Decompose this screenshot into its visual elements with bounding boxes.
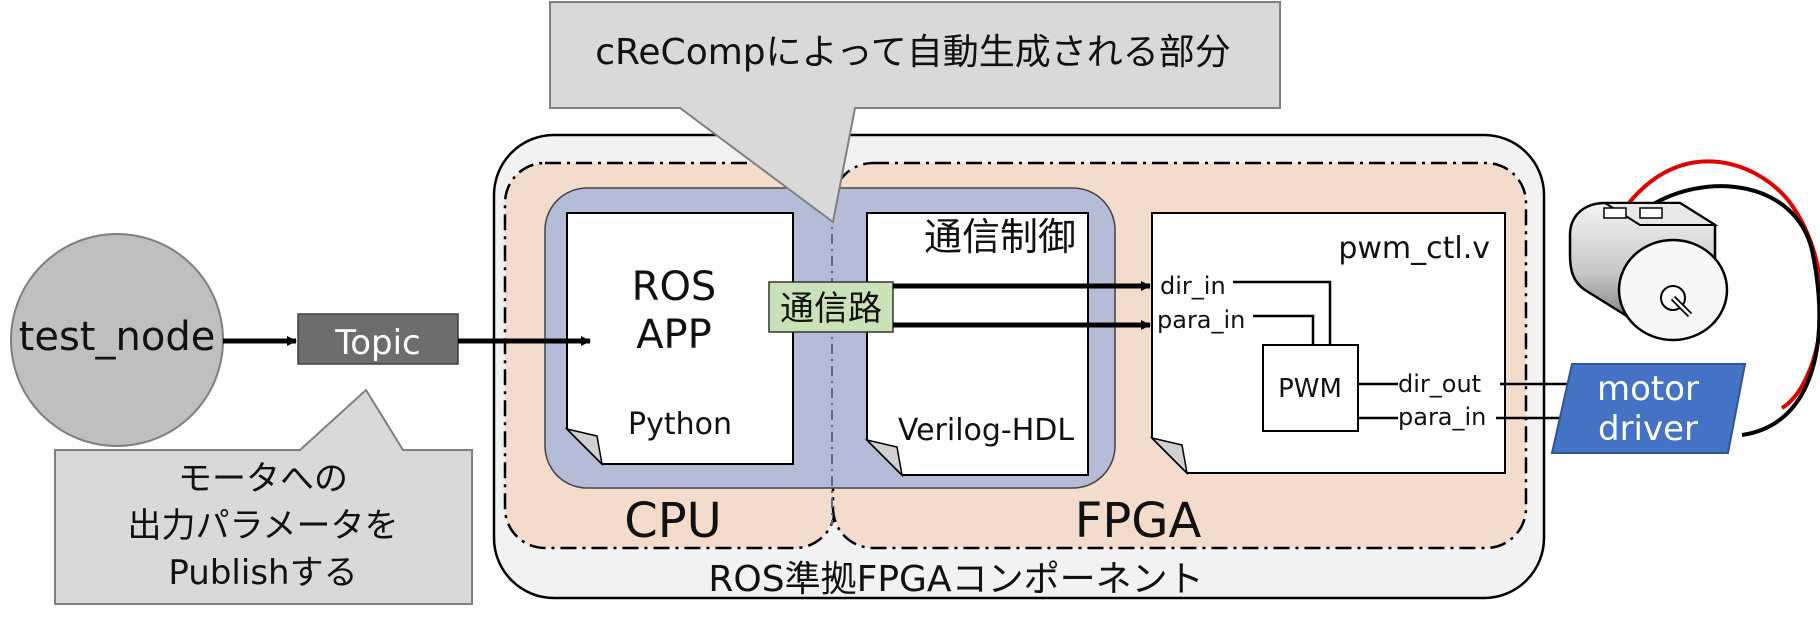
motor-black-wire xyxy=(1645,184,1820,437)
pwm-block-label: PWM xyxy=(1278,374,1342,404)
port-para-in: para_in xyxy=(1157,306,1245,334)
comm-path-label: 通信路 xyxy=(780,289,882,329)
test-node-label: test_node xyxy=(19,314,216,360)
fpga-label: FPGA xyxy=(1075,493,1202,549)
comm-ctrl-label: 通信制御 xyxy=(924,215,1076,259)
ros-app-line1: ROS xyxy=(632,264,717,310)
port-para-out: para_in xyxy=(1398,403,1486,431)
dir-wire xyxy=(1233,280,1332,345)
generated-callout-label: cReCompによって自動生成される部分 xyxy=(595,32,1231,73)
pwm-file-label: pwm_ctl.v xyxy=(1338,231,1490,266)
port-dir-out: dir_out xyxy=(1398,370,1481,398)
ros-app-page-fold xyxy=(564,427,604,467)
comm-ctrl-document xyxy=(866,212,1089,476)
ros-app-document xyxy=(566,212,794,465)
python-label: Python xyxy=(628,407,732,442)
topic-label: Topic xyxy=(334,323,421,363)
motor-red-wire xyxy=(1623,159,1820,410)
pwm-block xyxy=(1262,344,1359,432)
motor-icon xyxy=(1568,201,1729,342)
component-label: ROS準拠FPGAコンポーネント xyxy=(708,559,1203,600)
ros-app-line2: APP xyxy=(636,312,712,358)
port-dir-in: dir_in xyxy=(1160,272,1226,300)
publish-callout xyxy=(54,388,473,605)
para-wire xyxy=(1253,314,1315,345)
publish-callout-line3: Publishする xyxy=(168,553,357,593)
cpu-label: CPU xyxy=(624,493,722,549)
pwm-ctl-document xyxy=(1151,212,1506,474)
motor-driver-box xyxy=(1550,363,1747,454)
generated-callout xyxy=(549,1,1281,224)
verilog-label: Verilog-HDL xyxy=(898,413,1075,448)
pwm-ctl-page-fold xyxy=(1149,436,1189,476)
publish-callout-line2: 出力パラメータを xyxy=(128,506,399,546)
publish-callout-line1: モータへの xyxy=(178,459,348,499)
comm-path-box xyxy=(768,281,894,333)
motor-driver-line2: driver xyxy=(1598,409,1698,449)
comm-ctrl-page-fold xyxy=(864,438,904,478)
motor-driver-line1: motor xyxy=(1597,369,1699,409)
